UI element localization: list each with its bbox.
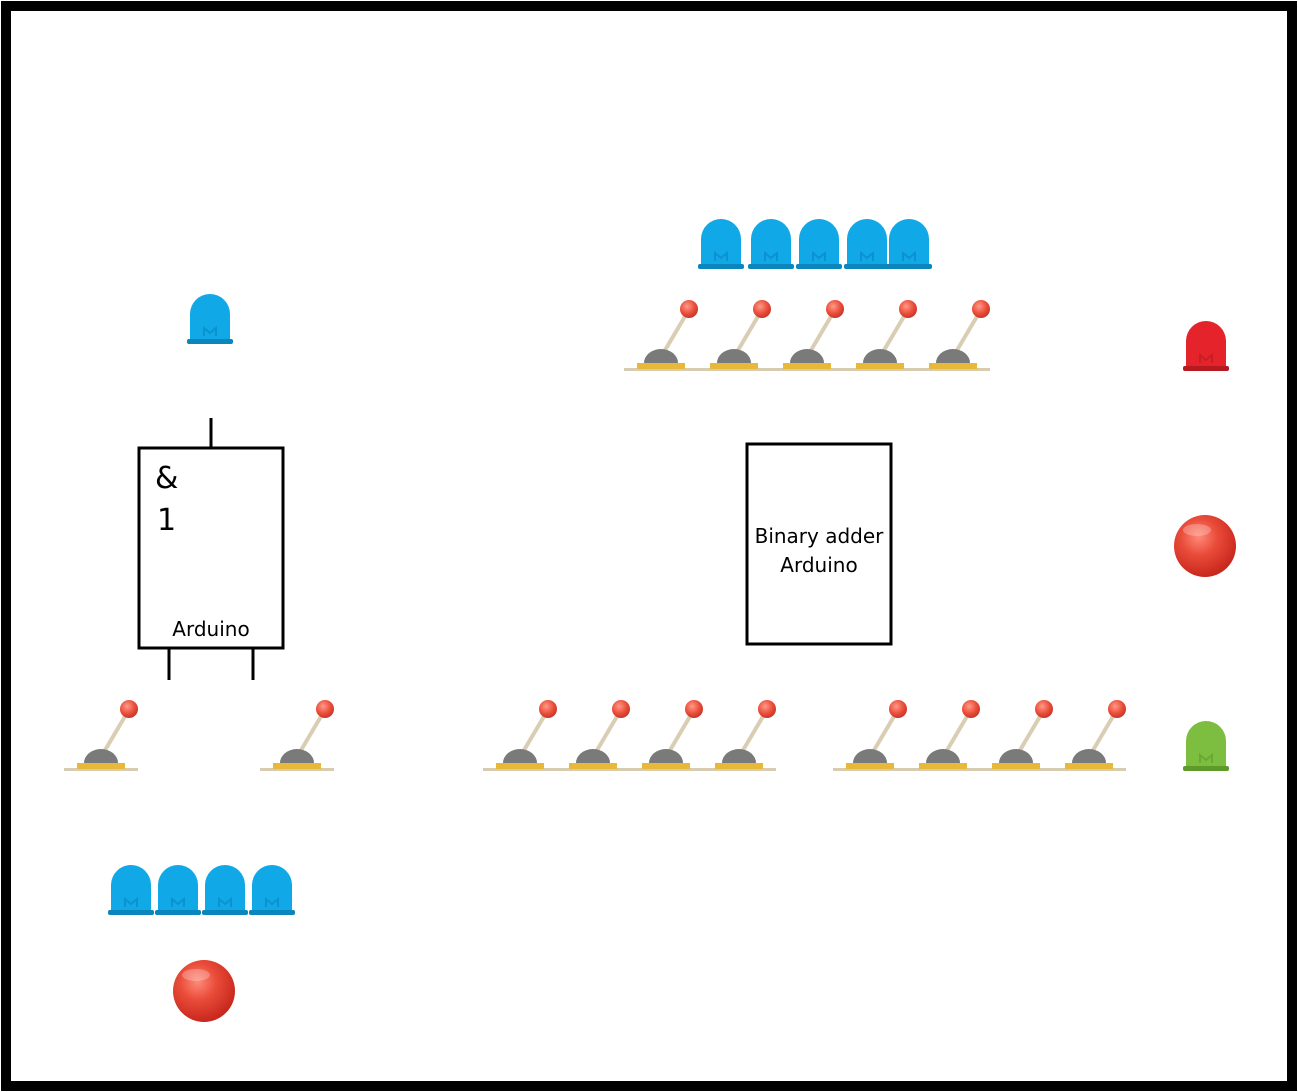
buttons-layer — [173, 515, 1236, 1022]
input-a-switch[interactable] — [702, 700, 776, 771]
left-module: & 1 Arduino — [137, 418, 285, 680]
side-push-button[interactable] — [1174, 515, 1236, 577]
adder-output-led — [886, 219, 932, 269]
side-led-green — [1183, 721, 1229, 771]
top-switch[interactable] — [624, 300, 698, 371]
output-led — [187, 294, 233, 344]
led-bank-led — [108, 865, 154, 915]
input-b-switch[interactable] — [1052, 700, 1126, 771]
adder-chip[interactable] — [745, 442, 893, 646]
adder-output-led — [796, 219, 842, 269]
input-switch-b[interactable] — [260, 700, 334, 771]
led-bank-led — [155, 865, 201, 915]
adder-output-led — [698, 219, 744, 269]
left-push-button[interactable] — [173, 960, 235, 1022]
top-switch[interactable] — [916, 300, 990, 371]
side-led-red — [1183, 321, 1229, 371]
logic-chip[interactable] — [137, 446, 285, 650]
led-bank-led — [202, 865, 248, 915]
top-switch[interactable] — [697, 300, 771, 371]
switches-layer — [64, 300, 1126, 771]
input-a-switch[interactable] — [483, 700, 557, 771]
chip-symbol-one: 1 — [157, 503, 176, 538]
led-bank-led — [249, 865, 295, 915]
chip-symbol-and: & — [155, 461, 178, 496]
right-module: Binary adder Arduino — [745, 442, 893, 646]
input-switch-a[interactable] — [64, 700, 138, 771]
input-a-switch[interactable] — [556, 700, 630, 771]
top-switch[interactable] — [770, 300, 844, 371]
input-b-switch[interactable] — [906, 700, 980, 771]
input-b-switch[interactable] — [833, 700, 907, 771]
input-b-switch[interactable] — [979, 700, 1053, 771]
adder-label-line1: Binary adder — [755, 524, 885, 548]
top-switch[interactable] — [843, 300, 917, 371]
chip-label: Arduino — [172, 617, 249, 641]
input-a-switch[interactable] — [629, 700, 703, 771]
adder-output-led — [844, 219, 890, 269]
adder-label-line2: Arduino — [780, 553, 857, 577]
adder-output-led — [748, 219, 794, 269]
leds-layer — [108, 219, 1229, 915]
